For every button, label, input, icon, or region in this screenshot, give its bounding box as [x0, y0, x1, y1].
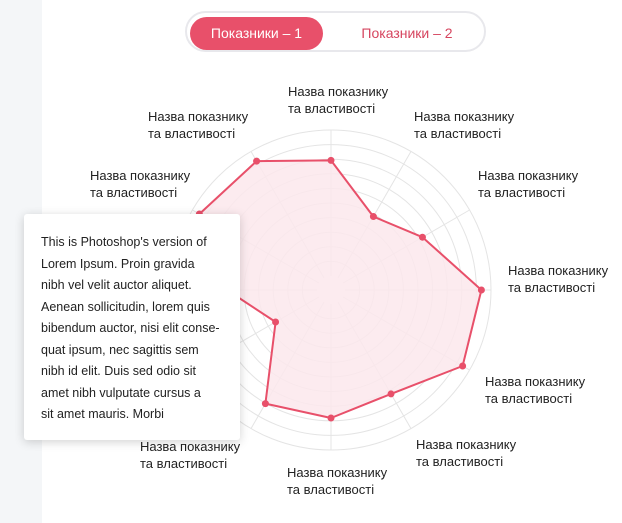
- tab-indicators-1[interactable]: Показники – 1: [190, 17, 323, 50]
- data-point: [459, 362, 467, 370]
- tab-indicators-2[interactable]: Показники – 2: [361, 25, 453, 41]
- tooltip-line: Lorem Ipsum. Proin gravida: [41, 256, 195, 271]
- tooltip: This is Photoshop's version of Lorem Ipsu…: [24, 214, 240, 440]
- tooltip-line: Aenean sollicitudin, lorem quis: [41, 299, 210, 314]
- tooltip-line: amet nibh vulputate cursus a: [41, 385, 201, 400]
- data-point: [261, 400, 269, 408]
- data-point: [387, 390, 395, 398]
- data-point: [369, 213, 377, 221]
- tab-switcher: Показники – 1 Показники – 2: [185, 11, 486, 52]
- tooltip-line: sit amet mauris. Morbi: [41, 407, 164, 421]
- tooltip-line: quat ipsum, nec sagittis sem: [41, 342, 199, 357]
- data-point: [327, 414, 335, 422]
- data-point: [272, 318, 280, 326]
- tooltip-arrow: [119, 207, 137, 215]
- data-point: [253, 157, 261, 165]
- data-point: [418, 233, 426, 241]
- tooltip-line: nibh vel velit auctor aliquet.: [41, 278, 192, 292]
- data-point: [477, 286, 485, 294]
- tooltip-line: nibh id elit. Duis sed odio sit: [41, 364, 196, 378]
- tooltip-text: This is Photoshop's version of Lorem Ipsu…: [41, 232, 226, 426]
- tooltip-line: bibendum auctor, nisi elit conse-: [41, 321, 220, 335]
- tooltip-line: This is Photoshop's version of: [41, 235, 207, 249]
- data-point: [327, 156, 335, 164]
- series-polygon: [198, 159, 483, 419]
